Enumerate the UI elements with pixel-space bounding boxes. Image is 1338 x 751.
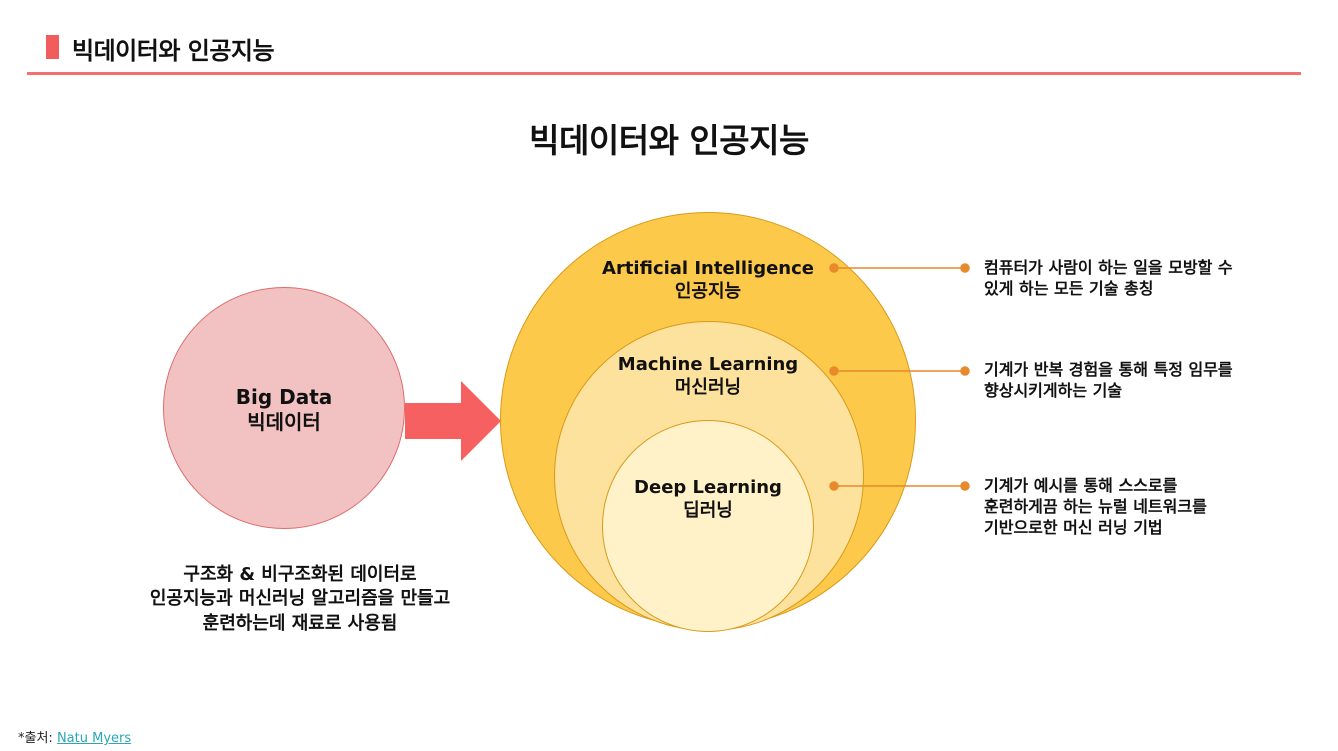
right-arrow-icon <box>405 381 501 461</box>
dl-description-line: 기반으로한 머신 러닝 기법 <box>984 517 1163 537</box>
header-title: 빅데이터와 인공지능 <box>72 37 275 65</box>
header-accent-bar <box>46 35 59 59</box>
big-data-description-line: 인공지능과 머신러닝 알고리즘을 만들고 <box>149 588 451 610</box>
ml-description: 기계가 반복 경험을 통해 특정 임무를 향상시키게하는 기술 <box>984 360 1304 402</box>
dl-circle <box>602 420 814 632</box>
dl-label: Deep Learning 딥러닝 <box>580 477 836 522</box>
page-title: 빅데이터와 인공지능 <box>529 121 809 160</box>
ml-connector-dot-end <box>960 366 970 376</box>
ai-description: 컴퓨터가 사람이 하는 일을 모방할 수 있게 하는 모든 기술 총칭 <box>984 258 1304 300</box>
big-data-label-ko: 빅데이터 <box>247 410 321 434</box>
big-data-description-line: 훈련하는데 재료로 사용됨 <box>202 612 398 634</box>
dl-label-en: Deep Learning <box>634 477 782 498</box>
dl-connector-dot-end <box>960 481 970 491</box>
dl-description-line: 훈련하게끔 하는 뉴럴 네트워크를 <box>984 496 1207 516</box>
dl-label-ko: 딥러닝 <box>683 499 733 521</box>
big-data-label-en: Big Data <box>235 385 333 409</box>
ai-label: Artificial Intelligence 인공지능 <box>580 258 836 303</box>
source-prefix: *출처: <box>18 731 57 746</box>
ai-description-line: 있게 하는 모든 기술 총칭 <box>984 278 1154 298</box>
ml-label-ko: 머신러닝 <box>674 376 742 398</box>
source-footer: *출처: Natu Myers <box>18 727 131 746</box>
ml-label: Machine Learning 머신러닝 <box>580 354 836 399</box>
source-link[interactable]: Natu Myers <box>56 731 132 746</box>
ai-description-line: 컴퓨터가 사람이 하는 일을 모방할 수 <box>984 258 1233 277</box>
big-data-description-line: 구조화 & 비구조화된 데이터로 <box>183 564 417 585</box>
big-data-label: Big Data 빅데이터 <box>163 385 405 435</box>
ai-label-ko: 인공지능 <box>674 280 742 302</box>
ml-label-en: Machine Learning <box>617 354 799 375</box>
ml-description-line: 향상시키게하는 기술 <box>984 380 1123 400</box>
ai-label-en: Artificial Intelligence <box>602 258 814 279</box>
dl-description-line: 기계가 예시를 통해 스스로를 <box>984 476 1178 495</box>
ml-description-line: 기계가 반복 경험을 통해 특정 임무를 <box>984 360 1233 379</box>
ai-connector-dot-end <box>960 263 970 273</box>
big-data-description: 구조화 & 비구조화된 데이터로 인공지능과 머신러닝 알고리즘을 만들고 훈련… <box>90 563 510 636</box>
dl-description: 기계가 예시를 통해 스스로를 훈련하게끔 하는 뉴럴 네트워크를 기반으로한 … <box>984 476 1304 538</box>
header-divider <box>27 72 1301 75</box>
big-data-circle <box>163 287 405 529</box>
